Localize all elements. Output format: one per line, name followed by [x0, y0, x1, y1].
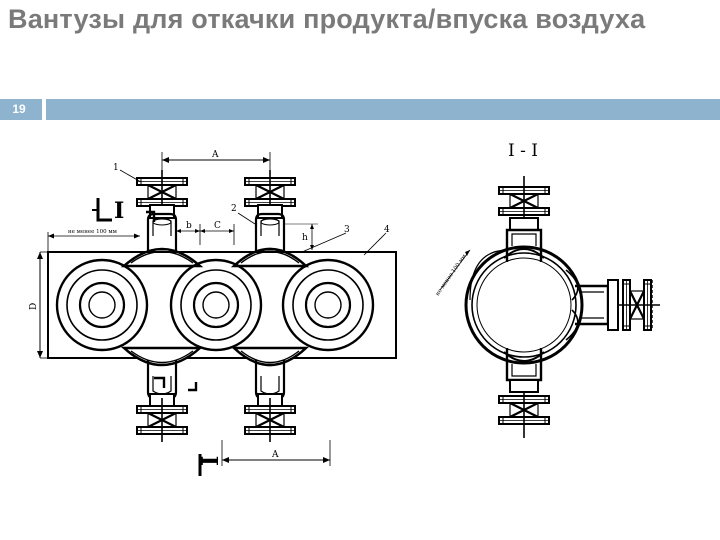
callout-1: 1 — [113, 163, 119, 173]
dim-min-section-label: не менее 100 мм — [435, 253, 468, 297]
dim-a-top-label: A — [211, 150, 219, 160]
callout-2: 2 — [231, 204, 237, 214]
section-view — [439, 176, 660, 438]
cut-label-bottom: I — [198, 456, 224, 466]
dim-h-label: h — [302, 233, 308, 243]
callout-4: 4 — [384, 225, 390, 235]
slide-number: 19 — [12, 102, 26, 116]
dim-b-label: b — [186, 221, 192, 231]
plan-view — [37, 152, 397, 476]
slide-number-bar — [0, 99, 42, 120]
dim-min-left-label: не менее 100 мм — [68, 229, 118, 235]
dim-a-bottom-label: A — [271, 450, 279, 460]
title-underline-bar — [46, 99, 720, 120]
slide-title: Вантузы для откачки продукта/впуска возд… — [8, 4, 646, 34]
dim-c-label: C — [214, 221, 221, 231]
section-label: I - I — [508, 141, 538, 161]
callout-3: 3 — [344, 225, 350, 235]
dim-d-label: D — [29, 303, 39, 310]
cut-label-top: I — [114, 198, 124, 224]
